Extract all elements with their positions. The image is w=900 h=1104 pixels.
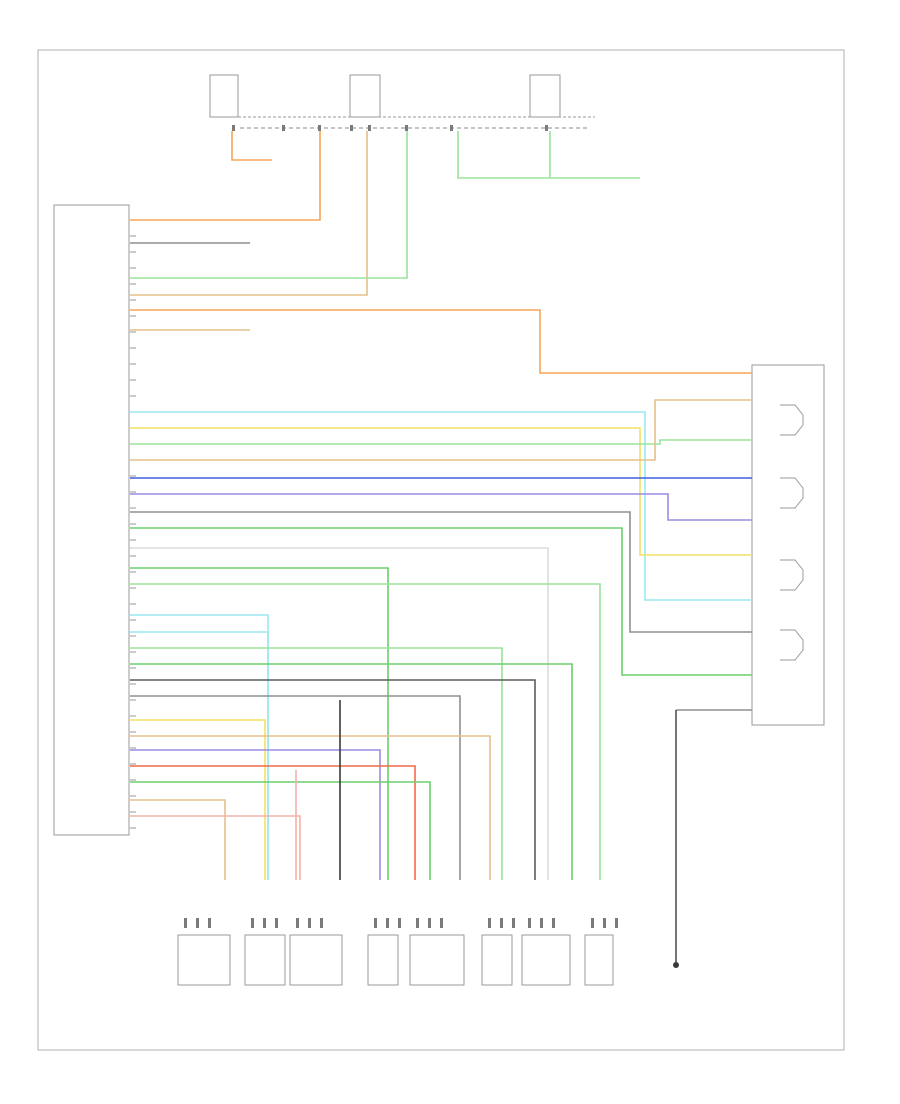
wire-drop-8	[130, 695, 461, 880]
wire-bus-5	[130, 493, 752, 521]
component-pin	[184, 918, 187, 928]
component-pin	[320, 918, 323, 928]
component-pin	[603, 918, 606, 928]
wire-bus-6	[130, 511, 752, 633]
component-pin	[488, 918, 491, 928]
component-pin	[263, 918, 266, 928]
wire-drop-15	[130, 815, 301, 880]
wire-light-green-module-feed	[130, 131, 408, 279]
component-box-7	[584, 934, 614, 986]
wire-drop-11	[130, 749, 381, 880]
seat-control-module	[53, 204, 130, 836]
component-box-3	[367, 934, 399, 986]
wire-bus-3	[130, 399, 752, 461]
wire-orange-switch-feed	[130, 309, 752, 374]
component-box-2	[289, 934, 343, 986]
component-pin	[540, 918, 543, 928]
wire-drop-5	[130, 647, 503, 880]
wire-harness	[130, 131, 752, 880]
wire-drop-10	[130, 735, 491, 880]
wire-drop-2	[130, 583, 601, 880]
motor-sensor-boxes	[177, 918, 618, 986]
component-pin	[528, 918, 531, 928]
wire-bus-7	[130, 527, 752, 676]
wire-drop-13	[130, 781, 431, 880]
wire-orange-module-feed	[130, 131, 321, 221]
wire-drop-7	[130, 679, 536, 880]
component-pin	[308, 918, 311, 928]
component-pin	[196, 918, 199, 928]
diagram-frame	[37, 49, 845, 1051]
component-pin	[251, 918, 254, 928]
wire-bus-1	[130, 427, 752, 556]
seat-adjuster-switch	[751, 364, 825, 726]
wire-bus-2	[130, 439, 752, 445]
component-pin	[386, 918, 389, 928]
component-pin	[416, 918, 419, 928]
component-pin	[512, 918, 515, 928]
component-pin	[296, 918, 299, 928]
wire-drop-0	[130, 547, 549, 880]
component-pin	[275, 918, 278, 928]
component-box-0	[177, 934, 231, 986]
component-box-6	[521, 934, 571, 986]
wire-bus-0	[130, 411, 752, 601]
wire-drop-9	[130, 719, 266, 880]
ground-symbol	[673, 710, 679, 968]
wire-drop-14	[130, 799, 226, 880]
wire-light-green-top-loop	[457, 131, 551, 179]
wire-orange-top-feed	[231, 131, 272, 161]
power-distribution-block	[209, 74, 595, 131]
component-pin	[500, 918, 503, 928]
component-box-1	[244, 934, 286, 986]
component-pin	[374, 918, 377, 928]
component-box-4	[409, 934, 465, 986]
component-pin	[398, 918, 401, 928]
wire-drop-12	[130, 765, 416, 880]
component-pin	[440, 918, 443, 928]
component-pin	[208, 918, 211, 928]
wire-tan-module-feed	[130, 131, 368, 296]
component-pin	[615, 918, 618, 928]
wire-drop-3	[130, 614, 269, 880]
wire-drop-6	[130, 663, 573, 880]
wire-drop-4	[130, 631, 269, 880]
wire-drop-1	[130, 567, 389, 880]
component-box-5	[481, 934, 513, 986]
component-pin	[552, 918, 555, 928]
component-pin	[591, 918, 594, 928]
component-pin	[428, 918, 431, 928]
